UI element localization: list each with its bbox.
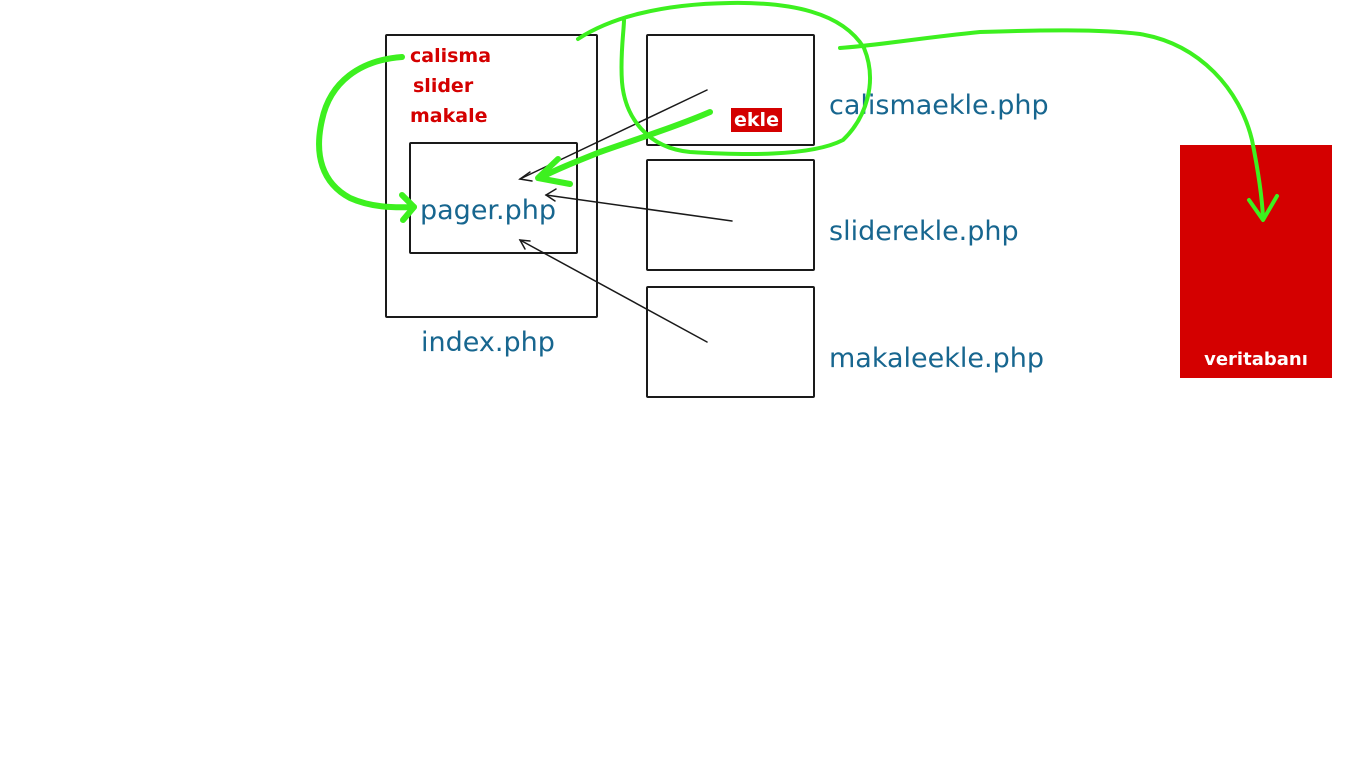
menu-item-calisma: calisma xyxy=(410,45,492,67)
database-label: veritabanı xyxy=(1204,349,1308,370)
menu-item-slider: slider xyxy=(413,75,474,97)
menu-item-makale: makale xyxy=(410,105,488,127)
sliderekle-box xyxy=(646,159,815,271)
ekle-button: ekle xyxy=(731,108,782,132)
pager-label: pager.php xyxy=(420,195,557,226)
database-block: veritabanı xyxy=(1180,145,1332,378)
makaleekle-box xyxy=(646,286,815,398)
makaleekle-label: makaleekle.php xyxy=(829,343,1044,374)
calismaekle-label: calismaekle.php xyxy=(829,90,1049,121)
sliderekle-label: sliderekle.php xyxy=(829,216,1019,247)
index-label: index.php xyxy=(421,327,555,358)
